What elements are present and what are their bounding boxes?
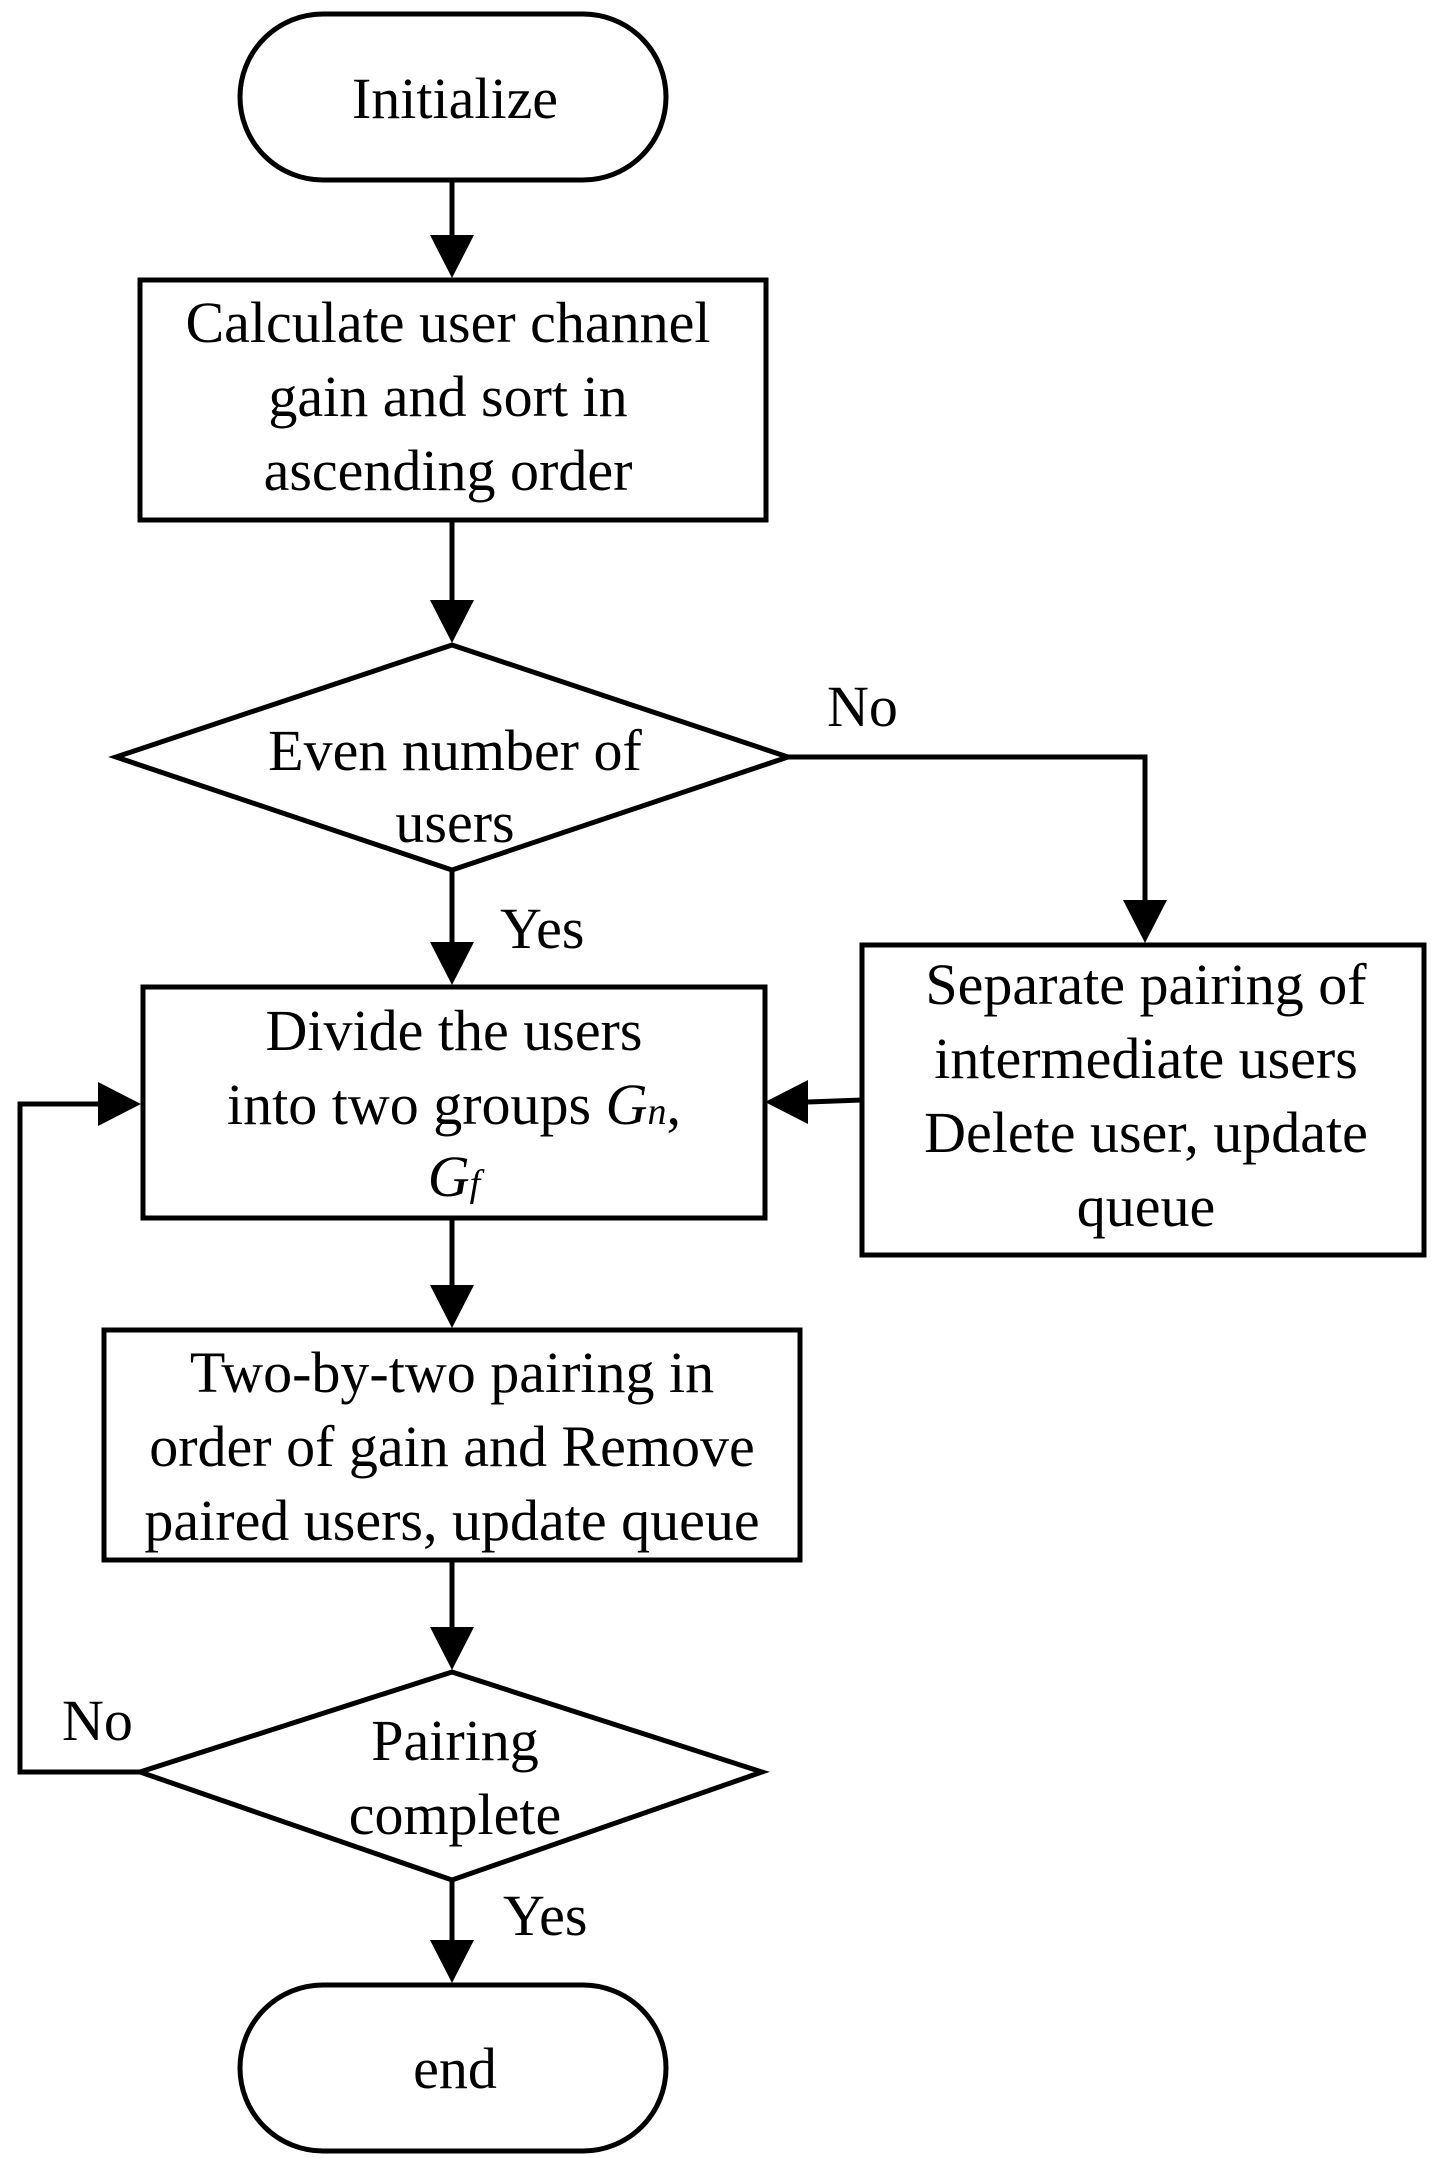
process-box bbox=[137, 277, 769, 523]
node-complete-check: Pairing complete bbox=[132, 1669, 770, 1883]
node-text: Separate pairing of bbox=[925, 952, 1367, 1017]
node-calculate: Calculate user channel gain and sort in … bbox=[137, 277, 769, 523]
decision-diamond bbox=[108, 642, 796, 873]
node-end: end bbox=[237, 1982, 669, 2154]
node-text: ascending order bbox=[264, 438, 633, 503]
node-separate: Separate pairing of intermediate users D… bbox=[859, 942, 1427, 1258]
arrowhead-icon bbox=[765, 1080, 808, 1124]
node-text: gain and sort in bbox=[268, 364, 627, 429]
edge-labels: No Yes No Yes bbox=[62, 674, 898, 1948]
label-even-yes: Yes bbox=[500, 896, 584, 961]
node-text: users bbox=[395, 790, 514, 855]
decision-diamond bbox=[132, 1669, 770, 1883]
node-text: Pairing bbox=[371, 1708, 539, 1773]
node-text: complete bbox=[349, 1782, 562, 1847]
node-text: intermediate users bbox=[934, 1026, 1358, 1091]
node-text: Initialize bbox=[352, 66, 558, 131]
arrowhead-icon bbox=[430, 1627, 474, 1670]
edge-complete-no-to-divide bbox=[17, 1101, 140, 1775]
node-text: Calculate user channel bbox=[186, 290, 711, 355]
arrowhead-icon bbox=[98, 1082, 141, 1126]
comma: , bbox=[667, 1072, 682, 1137]
node-text: Gf bbox=[428, 1144, 485, 1209]
node-text: end bbox=[413, 2036, 497, 2101]
arrowhead-icon bbox=[430, 600, 474, 643]
edge-even-no-to-separate bbox=[788, 754, 1148, 900]
process-box bbox=[101, 1327, 803, 1563]
text-fragment: into two groups bbox=[227, 1072, 606, 1137]
label-even-no: No bbox=[827, 674, 898, 739]
node-text: Even number of bbox=[268, 718, 642, 783]
terminator-shape bbox=[237, 11, 669, 183]
node-initialize: Initialize bbox=[237, 11, 669, 183]
node-divide: Divide the users into two groups Gn, Gf bbox=[140, 984, 768, 1221]
process-box bbox=[140, 984, 768, 1221]
node-pairing: Two-by-two pairing in order of gain and … bbox=[101, 1327, 803, 1563]
node-text: Divide the users bbox=[266, 998, 643, 1063]
node-text: into two groups Gn, bbox=[227, 1072, 681, 1137]
process-box bbox=[859, 942, 1427, 1258]
node-even-check: Even number of users bbox=[108, 642, 796, 873]
node-text: Two-by-two pairing in bbox=[190, 1340, 714, 1405]
arrowhead-icon bbox=[430, 1940, 474, 1983]
node-text: Delete user, update bbox=[924, 1100, 1368, 1165]
arrowhead-icon bbox=[1123, 900, 1167, 943]
node-text: queue bbox=[1077, 1174, 1216, 1239]
arrowhead-icon bbox=[430, 942, 474, 985]
terminator-shape bbox=[237, 1982, 669, 2154]
subscript-n: n bbox=[648, 1091, 667, 1133]
arrowhead-icon bbox=[430, 1285, 474, 1328]
edge-separate-to-divide bbox=[807, 1097, 863, 1105]
arrowhead-icon bbox=[430, 235, 474, 278]
node-text: order of gain and Remove bbox=[149, 1414, 755, 1479]
node-text: paired users, update queue bbox=[144, 1488, 759, 1553]
label-complete-yes: Yes bbox=[503, 1883, 587, 1948]
label-complete-no: No bbox=[62, 1688, 133, 1753]
connectors bbox=[17, 180, 1167, 1983]
symbol-g: G bbox=[428, 1144, 470, 1209]
symbol-g: G bbox=[606, 1072, 648, 1137]
